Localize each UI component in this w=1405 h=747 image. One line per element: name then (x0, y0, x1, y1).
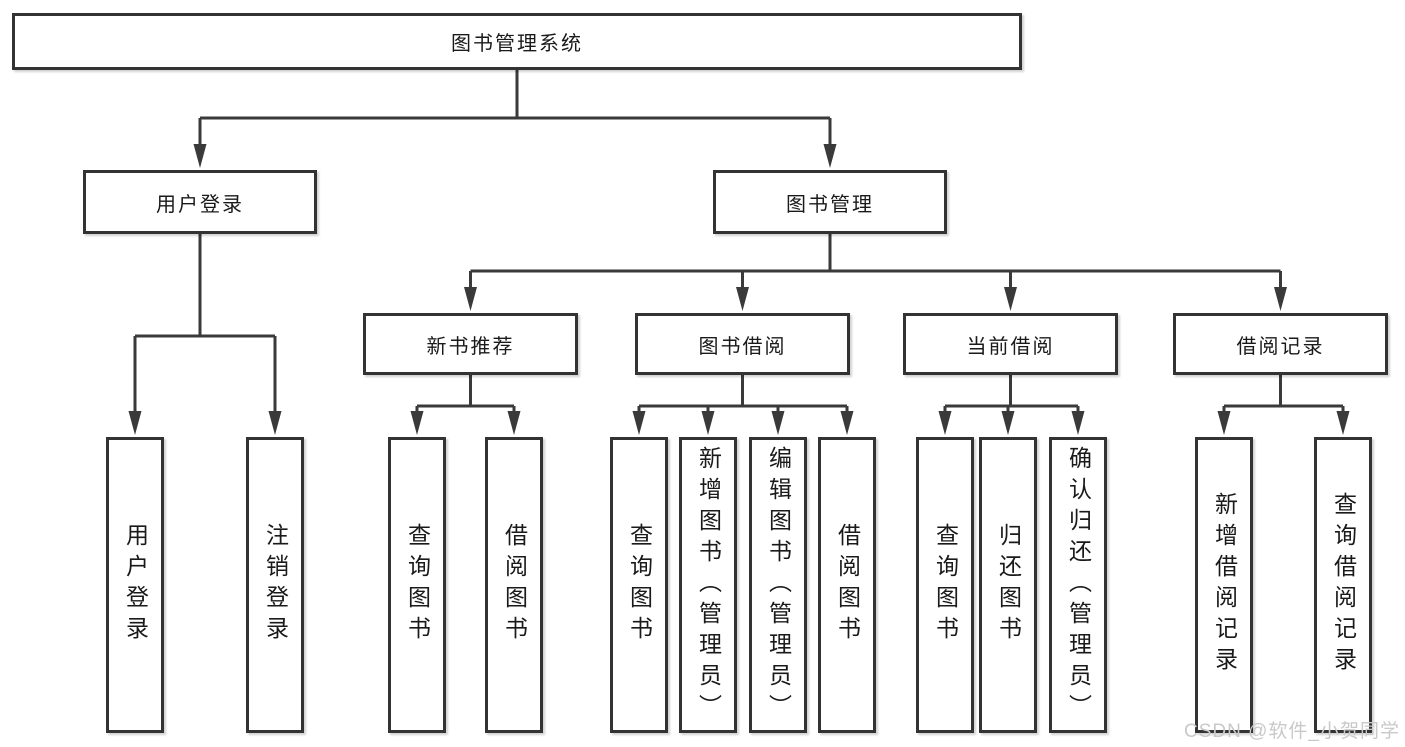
node-user-login: 用户登录 (83, 170, 317, 234)
node-label-leaf-bb-add: 新增图书（管理员） (695, 445, 722, 725)
arrowhead-icon (1274, 287, 1287, 311)
connector-borrow-record (1217, 375, 1350, 435)
connector-new-book-recommend (410, 375, 521, 435)
arrowhead-icon (464, 287, 477, 311)
node-label-leaf-cb-return: 归还图书 (995, 523, 1022, 647)
node-label-current-borrow: 当前借阅 (966, 335, 1055, 358)
node-label-book-borrow: 图书借阅 (698, 335, 787, 358)
node-label-leaf-br-query: 查询借阅记录 (1330, 492, 1357, 678)
node-label-new-book-recommend: 新书推荐 (426, 335, 515, 358)
node-label-leaf-logout: 注销登录 (262, 523, 289, 647)
node-label-user-login: 用户登录 (156, 193, 244, 216)
node-label-leaf-rec-borrow: 借阅图书 (501, 523, 528, 647)
arrowhead-icon (1071, 411, 1085, 435)
arrowhead-icon (507, 411, 521, 435)
arrowhead-icon (840, 411, 854, 435)
connector-book-borrow (632, 375, 854, 435)
node-current-borrow: 当前借阅 (903, 313, 1118, 375)
node-label-leaf-bb-edit: 编辑图书（管理员） (765, 445, 792, 725)
node-label-leaf-bb-query: 查询图书 (626, 523, 653, 647)
arrowhead-icon (1001, 411, 1015, 435)
arrowhead-icon (701, 411, 715, 435)
connector-root (193, 70, 837, 168)
node-leaf-cb-query: 查询图书 (916, 437, 974, 733)
node-root: 图书管理系统 (12, 13, 1022, 70)
arrowhead-icon (128, 411, 142, 435)
node-leaf-cb-confirm: 确认归还（管理员） (1049, 437, 1107, 733)
arrowhead-icon (938, 411, 952, 435)
connector-current-borrow (938, 375, 1085, 435)
node-label-leaf-user-login: 用户登录 (122, 523, 149, 647)
node-leaf-bb-add: 新增图书（管理员） (679, 437, 737, 733)
arrowhead-icon (193, 144, 207, 168)
arrowhead-icon (268, 411, 282, 435)
node-leaf-br-query: 查询借阅记录 (1314, 437, 1372, 733)
node-book-borrow: 图书借阅 (635, 313, 850, 375)
node-leaf-rec-borrow: 借阅图书 (485, 437, 543, 733)
arrowhead-icon (1004, 287, 1017, 311)
node-leaf-user-login: 用户登录 (106, 437, 164, 733)
node-leaf-bb-query: 查询图书 (610, 437, 668, 733)
node-label-book-management: 图书管理 (786, 193, 874, 216)
arrowhead-icon (1217, 411, 1231, 435)
node-label-leaf-cb-query: 查询图书 (932, 523, 959, 647)
node-label-leaf-br-add: 新增借阅记录 (1211, 492, 1238, 678)
arrowhead-icon (771, 411, 785, 435)
node-label-leaf-cb-confirm: 确认归还（管理员） (1065, 445, 1092, 725)
connector-user-login (128, 234, 282, 435)
arrowhead-icon (1336, 411, 1350, 435)
arrowhead-icon (410, 411, 424, 435)
node-borrow-record: 借阅记录 (1173, 313, 1388, 375)
node-leaf-bb-borrow: 借阅图书 (818, 437, 876, 733)
node-label-root: 图书管理系统 (451, 33, 583, 55)
arrowhead-icon (632, 411, 646, 435)
connector-book-management (464, 234, 1287, 311)
node-leaf-logout: 注销登录 (246, 437, 304, 733)
node-leaf-rec-query: 查询图书 (388, 437, 446, 733)
node-label-borrow-record: 借阅记录 (1236, 335, 1325, 358)
watermark: CSDN @软件_小贺同学 (1184, 721, 1400, 742)
arrowhead-icon (736, 287, 749, 311)
node-label-leaf-bb-borrow: 借阅图书 (834, 523, 861, 647)
node-leaf-bb-edit: 编辑图书（管理员） (749, 437, 807, 733)
node-leaf-br-add: 新增借阅记录 (1195, 437, 1253, 733)
node-book-management: 图书管理 (713, 170, 947, 234)
node-leaf-cb-return: 归还图书 (979, 437, 1037, 733)
node-label-leaf-rec-query: 查询图书 (404, 523, 431, 647)
arrowhead-icon (823, 144, 837, 168)
node-new-book-recommend: 新书推荐 (363, 313, 578, 375)
